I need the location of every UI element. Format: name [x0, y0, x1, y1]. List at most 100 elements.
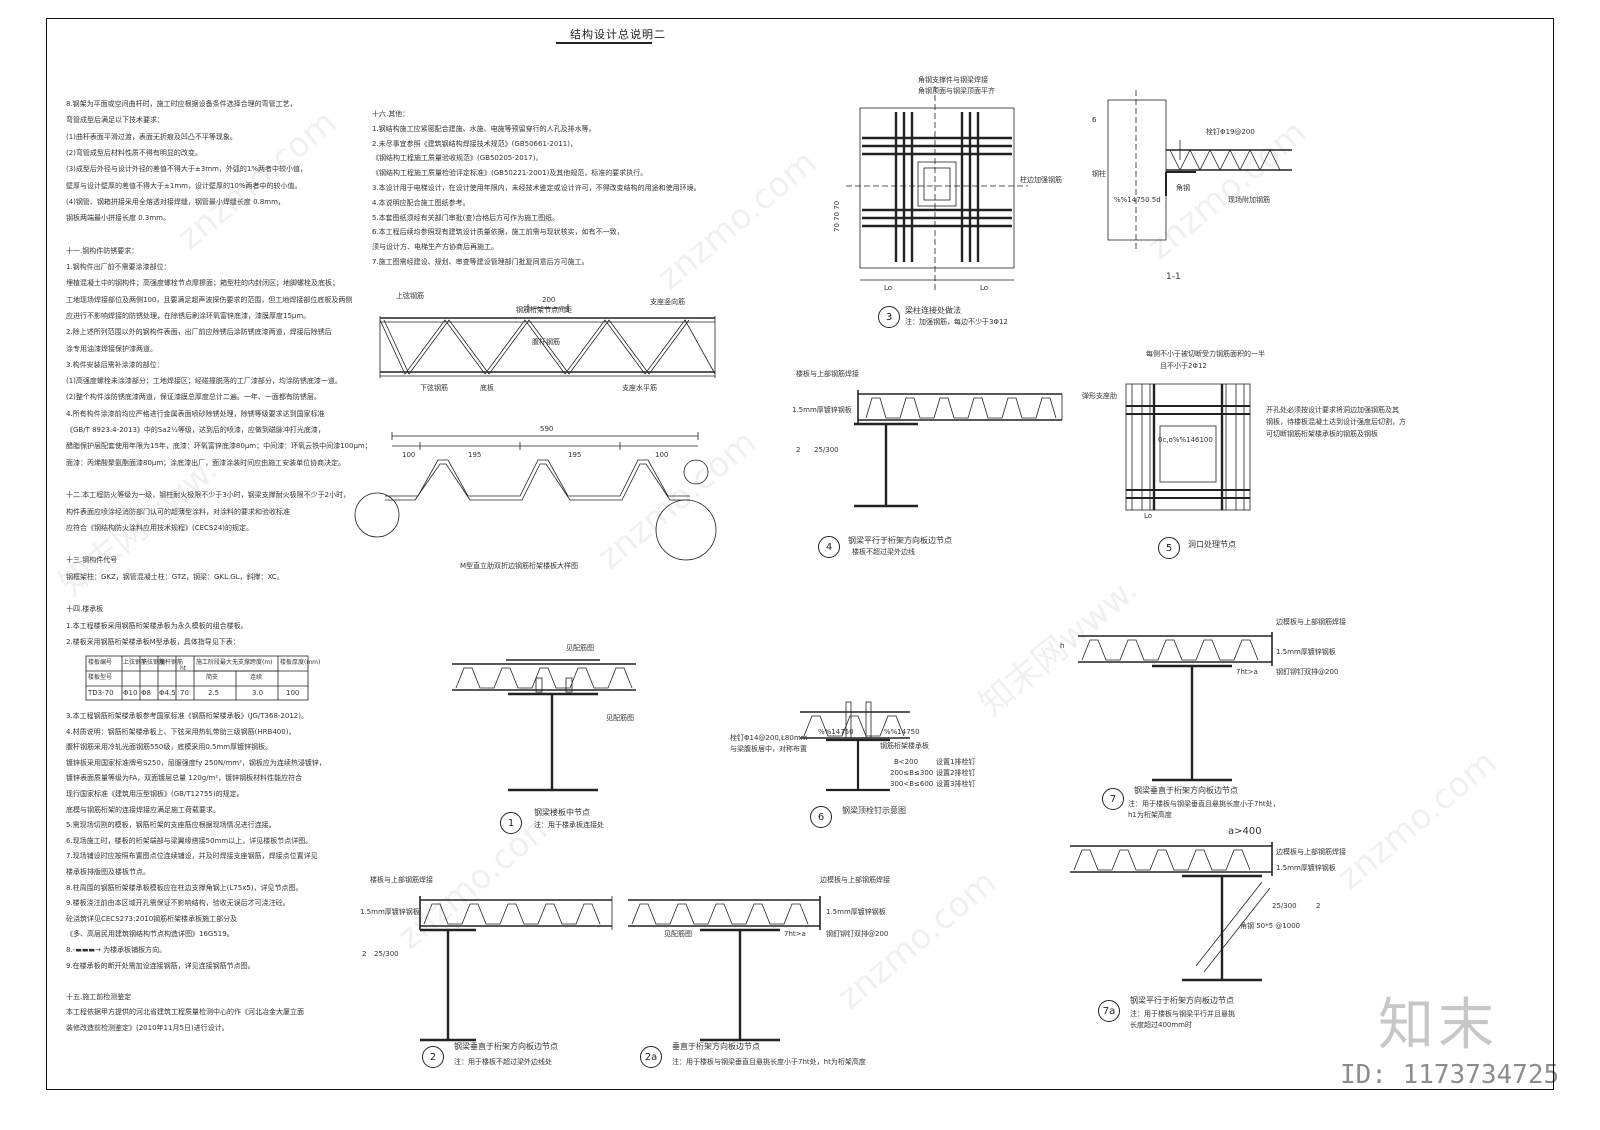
tbl-h-3: 腹杆钢筋 [159, 659, 184, 666]
d3-num: 3 [878, 306, 900, 328]
col1-line: 应符合《钢结构防火涂料应用技术规程》(CECS24)的规定。 [66, 523, 254, 532]
d2-title: 钢梁垂直于桁架方向板边节点 [454, 1042, 558, 1051]
truss-total-w: 590 [540, 425, 554, 433]
tbl-r-7: 100 [286, 689, 300, 697]
d2a-tag: 见配筋图 [664, 930, 692, 938]
truss-bottom-bar: 下弦钢筋 [420, 384, 448, 392]
d7-top: 边模板与上部钢筋焊接 [1276, 618, 1346, 626]
tbl-r-1: Φ10 [123, 689, 138, 697]
col2-line: 须与设计方、电梯生产方协商后再施工。 [372, 243, 498, 252]
sheet-title: 结构设计总说明二 [570, 28, 666, 41]
col1b-line: 十五.施工前检测鉴定 [66, 992, 132, 1001]
col1b-line: 装修改造前检测鉴定》(2010年11月5日)进行设计。 [66, 1024, 229, 1032]
d7a-num: 7a [1098, 1000, 1120, 1022]
d2-weld: 2 [362, 950, 367, 958]
tbl-h-2: 下弦钢筋 [141, 659, 166, 666]
d5-lo: Lo [1144, 512, 1153, 520]
d5-mid: 0c,o%%146100 [1158, 436, 1213, 444]
d3-top2: 角钢顶面与钢梁顶面平齐 [918, 87, 995, 95]
d7a-plate: 1.5mm厚镀锌钢板 [1276, 864, 1336, 872]
d1-tag1: 见配筋图 [566, 644, 594, 652]
col1b-line: 腹杆钢筋采用冷轧光面钢筋550级，底模采用0.5mm厚镀锌钢板。 [66, 743, 273, 752]
d11-ang: 角钢 [1176, 184, 1190, 192]
d4-title: 钢梁平行于桁架方向板边节点 [848, 536, 952, 545]
col1-line: 醋脂保护层配套使用年限为15年，底漆：环氧富锌底漆80μm；中间漆：环氧云铁中间… [66, 442, 372, 451]
d7a-top: 边模板与上部钢筋焊接 [1276, 848, 1346, 856]
d11-col: 钢柱 [1092, 170, 1106, 178]
d3-title: 梁柱连接处做法 [905, 306, 961, 315]
truss-seat-h: 支座水平筋 [622, 384, 657, 392]
d1-note: 注：用于楼承板连接处 [534, 821, 604, 829]
d7a-note: 注：用于楼板与钢梁平行并且悬挑 [1130, 1010, 1235, 1018]
d7-num: 7 [1102, 788, 1124, 810]
col1-line: 涂专用油漆焊接保护漆两道。 [66, 344, 157, 353]
detail-7a-drawing [1070, 842, 1273, 982]
d2-top: 楼板与上部钢筋焊接 [370, 876, 433, 884]
d2a-note: 注：用于楼板与钢梁垂直且悬挑长度小于7ht处，ht为桁架高度 [672, 1058, 866, 1066]
drawing-sheet [46, 18, 1554, 1090]
d7-h: h [1060, 642, 1065, 650]
col1b-line: 8.柱周围的钢筋桁架楼承板模板应在柱边支撑角钢上(L75x5)，详见节点图。 [66, 883, 303, 892]
col1-line: 壁厚与设计壁厚的差值不得大于±1mm，设计壁厚的10%两者中的较小值。 [66, 181, 302, 190]
col1b-line: 6.现场施工时，楼板的桁架端部与梁翼缘搭接50mm以上，详见楼板节点详图。 [66, 836, 313, 845]
tbl-r-3: Φ4.5 [159, 689, 176, 697]
tbl-r-4: 70 [180, 689, 189, 697]
truss-web-bar: 腹杆钢筋 [532, 338, 560, 346]
col1b-line: 楼承板排版图及楼板节点。 [66, 868, 150, 876]
tbl-h-5: 施工阶段最大无支撑跨度(m) [196, 659, 273, 666]
detail-5-drawing [1125, 383, 1251, 511]
deck-profile [354, 432, 717, 561]
col1-line: 8.钢架为平面或空间曲杆时，施工时应根据设备条件选择合理的弯管工艺， [66, 100, 297, 108]
d7a-weld2: 2 [1316, 902, 1321, 910]
col2-line: 5.本套图纸须经有关部门审批(查)合格后方可作为施工图纸。 [372, 213, 560, 222]
d4-plate: 1.5mm厚镀锌钢板 [792, 406, 852, 414]
tbl-r-2: Φ8 [141, 689, 151, 697]
col1-line: 十一.钢构件防锈要求： [66, 246, 139, 255]
d2a-nail: 钢釘铆钉双排@200 [826, 930, 889, 938]
tbl-h-1: 上弦钢筋 [123, 659, 148, 666]
d7-dim: 7ht>a [1236, 668, 1258, 676]
d5-num: 5 [1158, 537, 1180, 559]
col1-line: 2.楼板采用钢筋桁架楼承板M型承板，具体指导见下表： [66, 637, 240, 646]
col2-line: 7.施工图需经建设、规划、审查等建设管理部门批复同意后方可施工。 [372, 258, 589, 266]
col1b-line: 4.材质说明：钢筋桁架楼承板上、下弦采用热轧带肋三级钢筋(HRB400)， [66, 727, 296, 736]
tbl-r-0: TD3-70 [88, 689, 114, 697]
d7a-note2: 长度超过400mm时 [1130, 1021, 1192, 1029]
detail-7-drawing [1078, 632, 1273, 782]
col2-line: 《钢结构工程施工质量验收规范》(GB50205-2017)， [372, 154, 543, 163]
d11-six: 6 [1092, 116, 1097, 124]
d6-b1: B<200 [894, 758, 919, 766]
col1b-line: 镀锌表面质量等级为FA，双面镀层总量 120g/m²，镀锌钢板材料性能应符合 [66, 774, 303, 783]
truss-dim-3: 100 [655, 451, 669, 459]
d7a-ang: 角钢 50*5 @1000 [1240, 922, 1301, 930]
col2-line: 十六.其他： [372, 110, 410, 118]
tbl-r-5: 2.5 [208, 689, 220, 697]
d6-p1: %%14750 [818, 728, 854, 736]
d3-top1: 角钢支撑件与钢梁焊接 [918, 76, 988, 84]
d3-lo1: Lo [884, 284, 893, 292]
d3-lo2: Lo [980, 284, 989, 292]
d1-num: 1 [500, 812, 522, 834]
d5-r3: 可切断钢筋桁架楼承板的钢筋及钢板 [1266, 430, 1378, 438]
d4-num: 4 [818, 536, 840, 558]
truss-seat-bar: 支座竖向筋 [650, 298, 685, 306]
d2-note: 注：用于楼板不超过梁外边线处 [454, 1058, 552, 1066]
d6-b2v: 设置2排栓钉 [936, 769, 976, 777]
col2-line: 6.本工程后续均参照现有建筑设计质量依据，施工前需与现状核实，如有不一致， [372, 228, 624, 237]
d6-b1v: 设置1排栓钉 [936, 758, 976, 766]
d11-add: 现场附加钢筋 [1228, 196, 1270, 204]
detail-3-drawing [846, 86, 1028, 290]
truss-dim-0: 100 [402, 451, 416, 459]
col1-line: 钢板两端最小拼接长度 0.3mm。 [66, 214, 170, 223]
d2a-title: 垂直于桁架方向板边节点 [672, 1042, 760, 1051]
d3-side: 柱边加强钢筋 [1020, 176, 1062, 184]
col1-line: 十四.楼承板 [66, 605, 104, 614]
col2-line: 3.本设计用于电梯设计，在设计使用年限内，未经技术鉴定或设计许可，不得改变结构的… [372, 184, 701, 192]
d3-dims: 70 70 70 [833, 200, 842, 232]
col1b-line: 底模与钢筋桁架的连接焊接应满足施工荷载要求。 [66, 805, 220, 814]
col1b-line: 现行国家标准《建筑用压型钢板》(GB/T12755)的规定。 [66, 790, 244, 798]
col1-line: 工地现场焊接部位及两侧100，且要满足超声波探伤要求的范围，但工地焊接部位底板及… [66, 295, 353, 304]
col1-line: (1)高强度螺栓未涂漆部分；工地焊接区；经碰撞脱落的工厂漆部分，均涂防锈底漆一道… [66, 377, 342, 386]
tbl-h2-5: 简支 [206, 674, 219, 681]
d6-num: 6 [810, 806, 832, 828]
